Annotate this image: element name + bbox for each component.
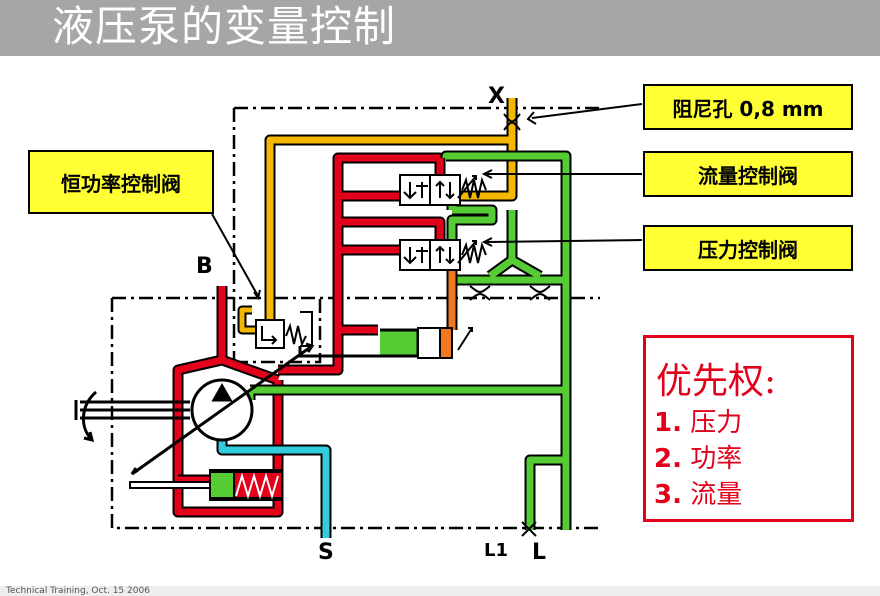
priority-text: 压力: [690, 408, 743, 438]
priority-item: 1. 压力: [654, 402, 742, 439]
priority-number: 2.: [654, 444, 682, 474]
port-l-label: L: [532, 540, 547, 565]
pump-symbol: [74, 342, 315, 476]
priority-number: 1.: [654, 408, 682, 438]
port-x-label: X: [488, 84, 505, 109]
priority-text: 功率: [690, 444, 743, 474]
title-bar: 液压泵的变量控制: [0, 0, 880, 56]
constant-power-valve: [255, 311, 313, 349]
slide-title: 液压泵的变量控制: [52, 2, 397, 51]
priority-title: 优先权:: [656, 361, 777, 402]
priority-item: 3. 流量: [654, 474, 742, 511]
flow-control-valve: [399, 174, 487, 206]
housing-boundary: [110, 106, 600, 530]
port-b-label: B: [196, 254, 213, 279]
pressure-control-valve-callout: 压力控制阀: [643, 225, 853, 271]
return-line: [244, 150, 572, 530]
priority-item: 2. 功率: [654, 438, 742, 475]
orifice-symbols: [469, 113, 551, 537]
priority-text: 流量: [690, 480, 743, 510]
constant-power-valve-callout: 恒功率控制阀: [28, 150, 214, 214]
slide-footer: Technical Training, Oct. 15 2006: [0, 586, 880, 596]
spring-cylinder: [129, 469, 283, 501]
callout-leaders: [211, 103, 643, 301]
pressure-control-valve: [399, 239, 487, 271]
control-cylinder: [298, 327, 473, 359]
orifice-callout: 阻尼孔 0,8 mm: [643, 84, 853, 130]
port-l1-label: L1: [484, 540, 508, 561]
priority-box: 优先权: 1. 压力 2. 功率 3. 流量: [643, 335, 854, 522]
port-s-label: S: [318, 540, 334, 565]
priority-number: 3.: [654, 480, 682, 510]
flow-control-valve-callout: 流量控制阀: [643, 151, 853, 197]
